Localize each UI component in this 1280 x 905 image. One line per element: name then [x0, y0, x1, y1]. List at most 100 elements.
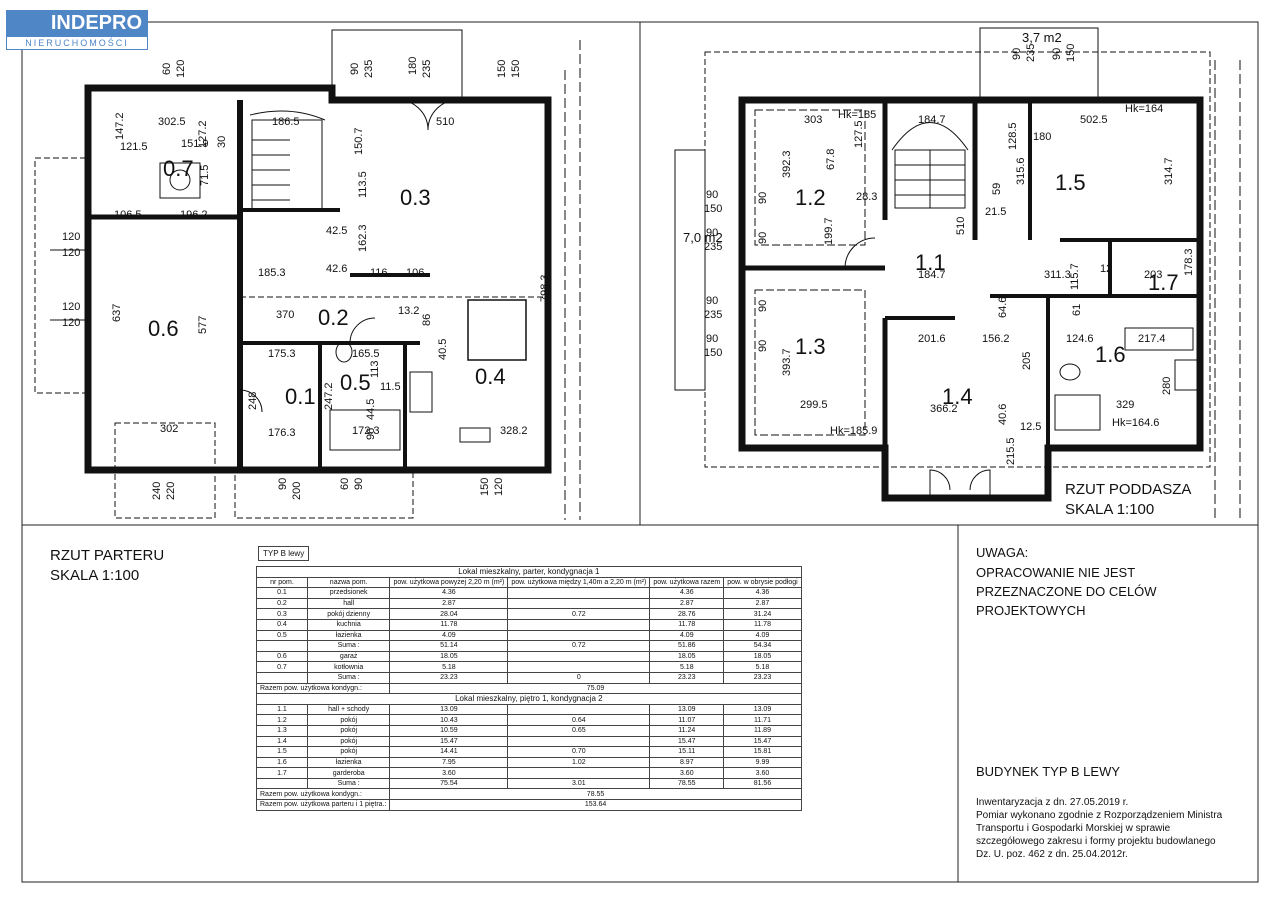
table-cell: 51.86 — [649, 640, 725, 652]
svg-text:201.6: 201.6 — [918, 333, 946, 345]
room-1-6: 1.6 — [1095, 342, 1126, 367]
table-cell: pokój — [306, 724, 391, 737]
table-cell — [507, 618, 651, 631]
svg-text:203: 203 — [1144, 269, 1162, 281]
table-cell: 7.95 — [389, 756, 509, 769]
logo-name: INDEPRO — [6, 10, 148, 36]
svg-text:196.2: 196.2 — [180, 209, 208, 221]
table-cell: 11.78 — [723, 618, 802, 631]
svg-text:115.7: 115.7 — [1069, 263, 1081, 290]
table-cell: nr pom. — [256, 576, 308, 589]
table-cell: 3.60 — [389, 767, 509, 779]
table-cell: Suma : — [306, 640, 391, 652]
table-cell: kotłownia — [306, 661, 391, 673]
svg-text:21.5: 21.5 — [985, 206, 1006, 218]
svg-text:150: 150 — [496, 60, 508, 78]
room-0-5: 0.5 — [340, 370, 371, 395]
table-cell: 0.5 — [256, 629, 308, 642]
svg-text:106.5: 106.5 — [114, 209, 142, 221]
table-cell: 54.34 — [723, 640, 802, 652]
room-1-3: 1.3 — [795, 334, 826, 359]
table-cell: garderoba — [306, 767, 391, 779]
svg-text:200: 200 — [291, 482, 303, 500]
svg-text:299.5: 299.5 — [800, 399, 828, 411]
table-cell: pow. użytkowa powyżej 2,20 m (m²) — [389, 576, 509, 589]
ground-floor-plan — [34, 29, 581, 520]
table-cell: 0.72 — [507, 640, 651, 652]
table-cell: łazienka — [306, 629, 391, 642]
room-1-4: 1.4 — [942, 384, 973, 409]
svg-text:90: 90 — [353, 478, 365, 490]
svg-text:366.2: 366.2 — [930, 403, 958, 415]
table-cell: 4.09 — [649, 629, 725, 642]
svg-text:302.5: 302.5 — [158, 116, 186, 128]
inventory-line-5: Dz. U. poz. 462 z dn. 25.04.2012r. — [976, 849, 1128, 860]
svg-text:314.7: 314.7 — [1163, 157, 1175, 185]
table-cell: 4.09 — [723, 629, 802, 642]
table-cell: 78.55 — [389, 788, 802, 801]
svg-text:13.2: 13.2 — [398, 305, 419, 317]
svg-text:71.5: 71.5 — [199, 165, 211, 186]
table-cell: 0.72 — [507, 608, 651, 620]
table-cell: 0.3 — [256, 608, 308, 620]
table-cell: 11.78 — [649, 618, 725, 631]
table-cell: 0.2 — [256, 597, 308, 610]
svg-text:12: 12 — [1100, 263, 1112, 275]
svg-text:44.5: 44.5 — [365, 399, 377, 420]
svg-text:120: 120 — [175, 60, 187, 78]
table-cell: 8.97 — [649, 756, 725, 769]
table-cell: 1.02 — [507, 756, 651, 769]
table-cell — [256, 640, 308, 652]
table-cell — [507, 650, 651, 663]
svg-text:798.3: 798.3 — [539, 274, 551, 302]
table-cell: 5.18 — [723, 661, 802, 673]
table-cell: 18.05 — [723, 650, 802, 663]
svg-text:235: 235 — [421, 60, 433, 78]
inventory-line-3: Transportu i Gospodarki Morskiej w spraw… — [976, 823, 1171, 834]
svg-text:42.5: 42.5 — [326, 225, 347, 237]
svg-text:215.5: 215.5 — [1005, 437, 1017, 465]
table-cell: Suma : — [306, 777, 391, 790]
table-cell: 13.09 — [389, 703, 509, 716]
attic-room-labels: 1.1 1.2 1.3 1.4 1.5 1.6 1.7 — [795, 170, 1179, 409]
table-cell: pow. użytkowa razem — [649, 576, 725, 589]
room-1-7: 1.7 — [1148, 270, 1179, 295]
svg-text:220: 220 — [165, 482, 177, 500]
table-cell: 4.09 — [389, 629, 509, 642]
svg-text:235: 235 — [363, 60, 375, 78]
svg-text:90: 90 — [757, 300, 769, 312]
svg-text:637: 637 — [111, 304, 123, 322]
table-cell — [507, 735, 651, 748]
table-cell — [507, 587, 651, 599]
section-header: Lokal mieszkalny, parter, kondygnacja 1 — [256, 566, 802, 578]
table-cell: przedsionek — [306, 587, 391, 599]
attic-title: RZUT PODDASZA — [1065, 481, 1191, 498]
svg-text:120: 120 — [62, 231, 80, 243]
svg-text:61: 61 — [1071, 304, 1083, 316]
svg-text:124.6: 124.6 — [1066, 333, 1094, 345]
table-cell: 1.7 — [256, 767, 308, 779]
svg-text:60: 60 — [161, 63, 173, 75]
table-cell: 15.47 — [723, 735, 802, 748]
svg-text:116: 116 — [370, 267, 388, 279]
svg-text:90: 90 — [1051, 48, 1063, 60]
table-cell: garaż — [306, 650, 391, 663]
table-cell: 0.64 — [507, 714, 651, 726]
table-cell: 2.87 — [649, 597, 725, 610]
svg-text:329: 329 — [1116, 399, 1134, 411]
table-cell — [256, 777, 308, 790]
svg-text:328.2: 328.2 — [500, 425, 528, 437]
svg-text:12.5: 12.5 — [1020, 421, 1041, 433]
svg-text:11.5: 11.5 — [380, 381, 401, 393]
total-row: Razem pow. użytkowa kondygn.:75.09 — [255, 682, 802, 695]
svg-text:172.3: 172.3 — [352, 425, 380, 437]
svg-text:303: 303 — [804, 114, 822, 126]
table-cell: Razem pow. użytkowa parteru i 1 piętra.: — [255, 799, 391, 811]
room-0-4: 0.4 — [475, 364, 506, 389]
